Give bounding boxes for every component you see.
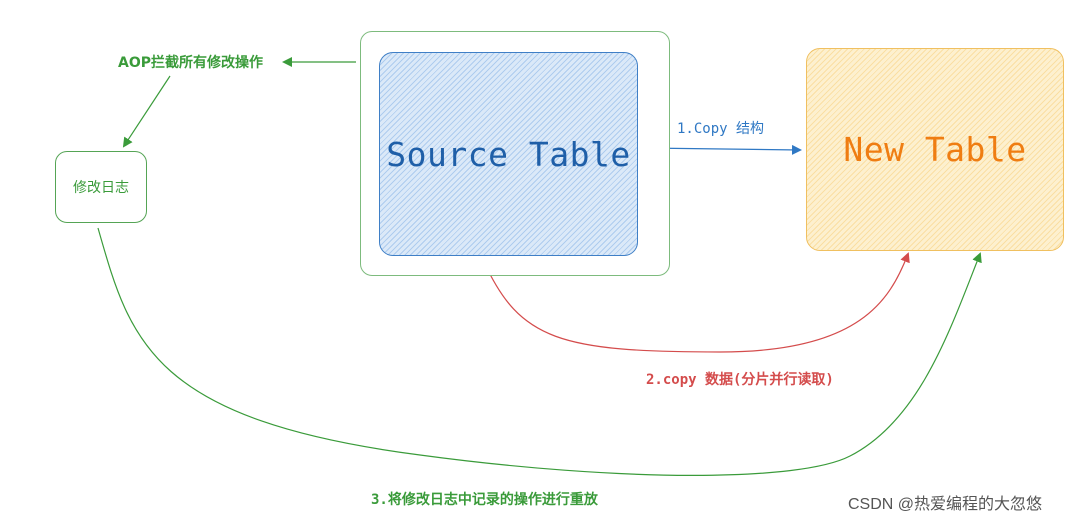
new-table-node: New Table	[806, 48, 1064, 251]
copy-data-label: 2.copy 数据(分片并行读取)	[646, 372, 834, 388]
watermark-text: CSDN @热爱编程的大忽悠	[848, 496, 1043, 513]
copy-structure-label: 1.Copy 结构	[677, 121, 765, 137]
aop-to-log-arrow	[122, 75, 171, 148]
source-table-node: Source Table	[379, 52, 638, 256]
copy-data-arrow	[483, 252, 910, 353]
copy-structure-arrow	[644, 144, 802, 155]
change-log-label: 修改日志	[73, 180, 129, 196]
change-log-node: 修改日志	[55, 151, 147, 223]
source-table-label: Source Table	[386, 134, 631, 174]
replay-log-arrow	[97, 227, 982, 476]
replay-log-label: 3.将修改日志中记录的操作进行重放	[371, 492, 598, 508]
new-table-label: New Table	[843, 130, 1027, 169]
aop-intercept-label: AOP拦截所有修改操作	[118, 55, 263, 71]
